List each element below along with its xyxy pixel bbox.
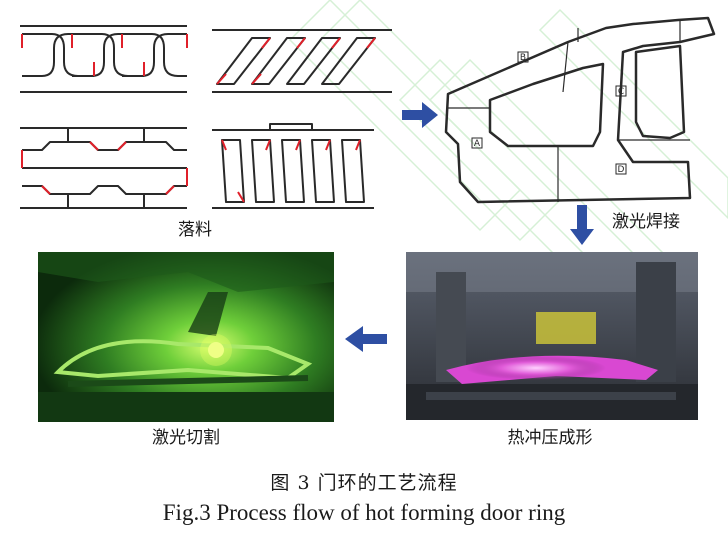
hot-stamping-photo (406, 252, 698, 420)
step-label-blanking: 落料 (178, 220, 212, 240)
part-label-c: C (618, 87, 624, 97)
step-label-laser-cutting: 激光切割 (152, 428, 220, 448)
arrow-down-icon (570, 205, 594, 245)
part-label-a: A (474, 139, 481, 149)
blanking-nesting-diagram (12, 18, 392, 218)
figure-caption-en: Fig.3 Process flow of hot forming door r… (162, 500, 566, 525)
part-label-b: B (520, 53, 526, 63)
step-label-laser-welding: 激光焊接 (612, 212, 680, 232)
laser-cutting-photo (38, 252, 334, 422)
figure-caption-cn: 图 3 门环的工艺流程 (270, 472, 458, 494)
door-ring-diagram: B A C D (438, 12, 723, 207)
part-label-d: D (618, 165, 625, 175)
step-label-hot-stamping: 热冲压成形 (507, 428, 593, 448)
arrow-right-icon (402, 102, 438, 128)
arrow-left-icon (345, 326, 387, 352)
